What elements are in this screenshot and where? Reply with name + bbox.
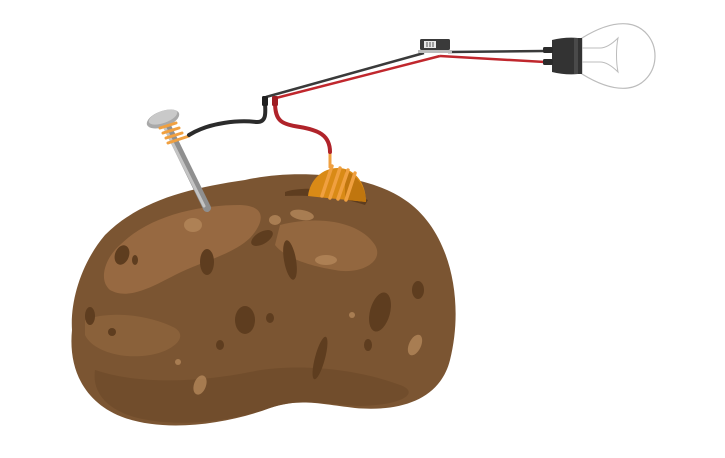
coil-turn bbox=[161, 126, 181, 135]
red-wire bbox=[439, 54, 546, 64]
nail-wire-coil bbox=[158, 121, 191, 145]
potato-spot bbox=[251, 230, 273, 246]
potato-spot bbox=[369, 292, 391, 332]
potato-spot bbox=[266, 313, 274, 323]
potato-spot bbox=[312, 336, 328, 380]
potato-light-spot bbox=[315, 255, 337, 265]
coil-turn bbox=[328, 166, 342, 200]
coil-turn bbox=[164, 131, 184, 140]
potato-light-spot bbox=[407, 334, 423, 356]
coil-turn bbox=[166, 134, 191, 145]
coil-turn bbox=[336, 168, 350, 201]
potato-highlight bbox=[85, 314, 181, 357]
red-wire bbox=[273, 100, 332, 154]
potato-light-spot bbox=[184, 218, 202, 232]
copper-plate-shade bbox=[345, 170, 366, 202]
potato-spot bbox=[108, 328, 116, 336]
black-connector bbox=[262, 96, 268, 106]
bulb-filament bbox=[582, 36, 619, 74]
potato-spot bbox=[85, 307, 95, 325]
coil-turn bbox=[320, 164, 334, 198]
potato-light-spot bbox=[175, 359, 181, 365]
light-bulb-icon bbox=[581, 23, 656, 89]
black-wire bbox=[447, 49, 546, 54]
bulb-socket-ring bbox=[574, 38, 578, 74]
nail-electrode bbox=[146, 109, 211, 212]
potato-shadow bbox=[94, 367, 409, 423]
potato-spots bbox=[85, 230, 424, 380]
potato-spot bbox=[216, 340, 224, 350]
copper-coil bbox=[320, 164, 357, 202]
potato-spot bbox=[283, 240, 297, 280]
nail-head-top bbox=[148, 109, 178, 125]
potato-highlight bbox=[275, 220, 378, 272]
potato-spot bbox=[412, 281, 424, 299]
potato bbox=[71, 174, 456, 426]
bulb-contact bbox=[543, 47, 553, 53]
black-wire bbox=[187, 100, 268, 137]
bulb-contact bbox=[543, 59, 553, 65]
red-connector bbox=[272, 96, 278, 106]
potato-light-spots bbox=[175, 209, 423, 395]
coil-turn bbox=[344, 171, 357, 202]
potato-spot bbox=[364, 339, 372, 351]
potato-spot bbox=[235, 306, 255, 334]
potato-spot bbox=[114, 245, 130, 265]
light-bulb bbox=[543, 23, 656, 89]
red-wire bbox=[275, 54, 441, 100]
potato-light-spot bbox=[269, 215, 281, 225]
switch-base bbox=[418, 50, 452, 53]
potato-spot bbox=[200, 249, 214, 275]
black-wire bbox=[265, 51, 425, 99]
coil-turn bbox=[158, 121, 178, 130]
potato-highlight bbox=[103, 205, 261, 294]
potato-light-spot bbox=[290, 209, 314, 221]
potato-light-spot bbox=[193, 375, 207, 395]
potato-spot bbox=[132, 255, 138, 265]
copper-electrode bbox=[285, 152, 368, 205]
switch bbox=[418, 39, 452, 53]
potato-light-spot bbox=[349, 312, 355, 318]
